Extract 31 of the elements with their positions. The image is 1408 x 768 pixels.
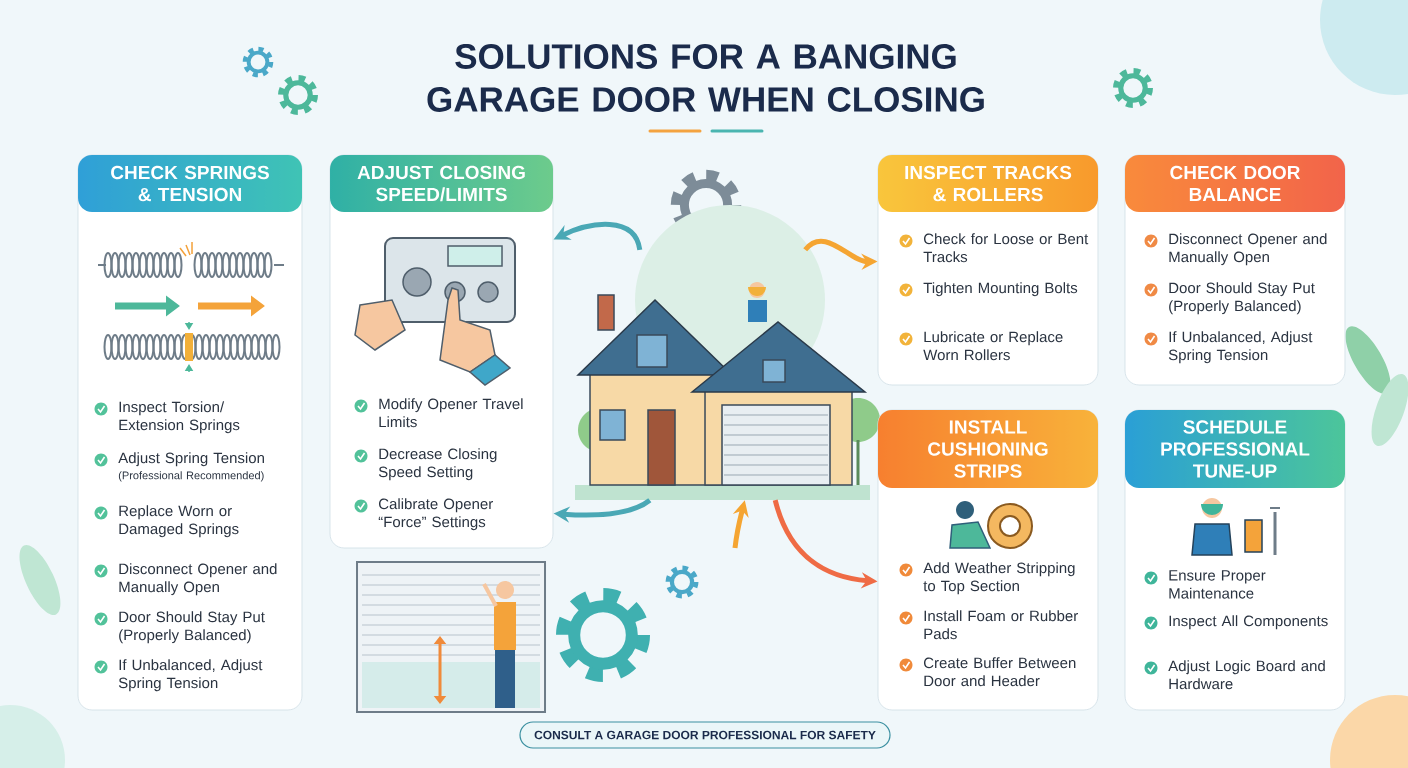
checklist-item: Decrease Closing Speed Setting [378,448,497,481]
card-heading: SCHEDULE PROFESSIONAL TUNE-UP [1161,420,1310,478]
checklist-item: If Unbalanced, Adjust Spring Tension [118,659,263,692]
checklist-item: Adjust Spring Tension [118,452,264,467]
checklist-item: Add Weather Stripping to Top Section [923,562,1075,595]
checklist-item: Modify Opener Travel Limits [379,398,523,428]
card-heading: CHECK DOOR BALANCE [1170,165,1301,202]
checklist-item: Inspect Torsion/ Extension Springs [119,401,240,434]
checklist-item: Replace Worn or Damaged Springs [119,505,239,538]
checklist-item: If Unbalanced, Adjust Spring Tension [1168,331,1313,364]
checklist-item: Install Foam or Rubber Pads [924,610,1078,640]
checklist-item: Door Should Stay Put (Properly Balanced) [119,611,265,644]
checklist-item: Inspect All Components [1169,615,1328,630]
card-heading: CHECK SPRINGS & TENSION [111,165,269,202]
checklist-item: Check for Loose or Bent Tracks [923,233,1089,263]
house-drawing [575,205,880,500]
card-heading: INSTALL CUSHIONING STRIPS [928,420,1048,478]
checklist-item: Adjust Logic Board and Hardware [1168,660,1325,690]
checklist-item: Calibrate Opener “Force” Settings [378,498,493,531]
card-heading: INSPECT TRACKS & ROLLERS [905,165,1072,202]
checklist-item: Disconnect Opener and Manually Open [119,563,277,596]
footer-banner: CONSULT A GARAGE DOOR PROFESSIONAL FOR SAFETY [519,721,891,749]
checklist-item: Tighten Mounting Bolts [923,282,1078,297]
checklist-item: Lubricate or Replace Worn Rollers [923,331,1063,361]
checklist-item: Ensure Proper Maintenance [1169,570,1266,599]
note-text: (Professional Recommended) [118,471,264,482]
checklist-item: Disconnect Opener and Manually Open [1169,233,1327,266]
card-heading: ADJUST CLOSING SPEED/LIMITS [357,165,525,202]
title: SOLUTIONS FOR A BANGING GARAGE DOOR WHEN CLOSING [427,44,984,112]
checklist-item: Create Buffer Between Door and Header [924,657,1076,687]
checklist-item: Door Should Stay Put (Properly Balanced) [1169,282,1315,315]
